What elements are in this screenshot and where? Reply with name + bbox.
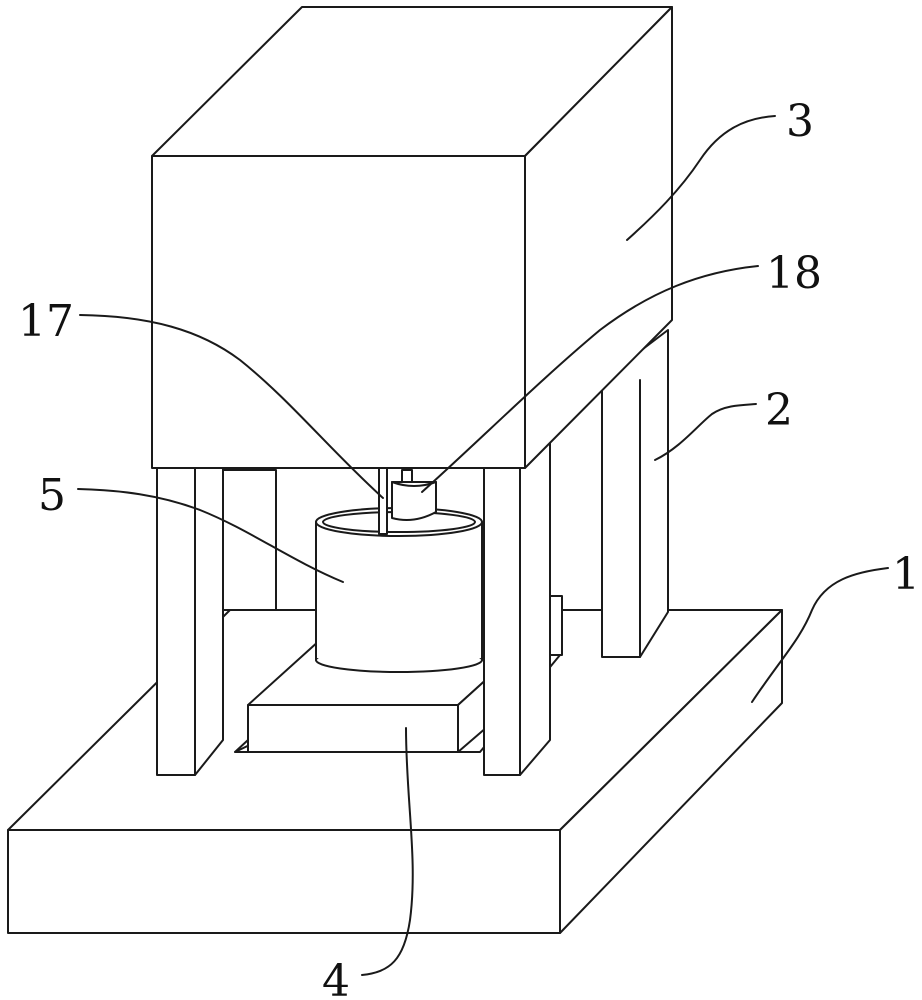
label-5: 5 [38,470,66,521]
container [315,507,483,673]
label-2: 2 [765,385,793,436]
leader-1 [751,567,889,703]
column-front-left [156,467,224,776]
leader-17 [79,314,384,499]
column-front-right [483,419,551,776]
leader-lines [77,115,889,976]
drive-assembly [378,467,437,535]
back-columns [222,329,669,658]
platform-front [247,704,459,753]
label-4: 4 [322,956,350,1000]
leader-4 [361,727,414,976]
column-back-left [222,469,277,611]
housing-front-face [151,155,526,469]
front-columns [156,419,551,776]
leader-2 [654,403,757,461]
base-side-face [559,609,783,934]
nozzle-cap [401,469,413,483]
leader-5 [77,488,344,583]
leader-3 [626,115,776,241]
label-18: 18 [766,248,822,299]
reference-numerals: 1 2 3 4 5 17 18 [18,96,920,1000]
label-1: 1 [892,549,920,600]
label-17: 17 [18,296,74,347]
base-front-face [7,829,561,934]
housing [151,6,673,469]
nozzle-body [391,481,437,521]
leader-18 [421,265,759,493]
column-back-right [601,329,669,658]
shaft [378,467,388,535]
label-3: 3 [786,96,814,147]
